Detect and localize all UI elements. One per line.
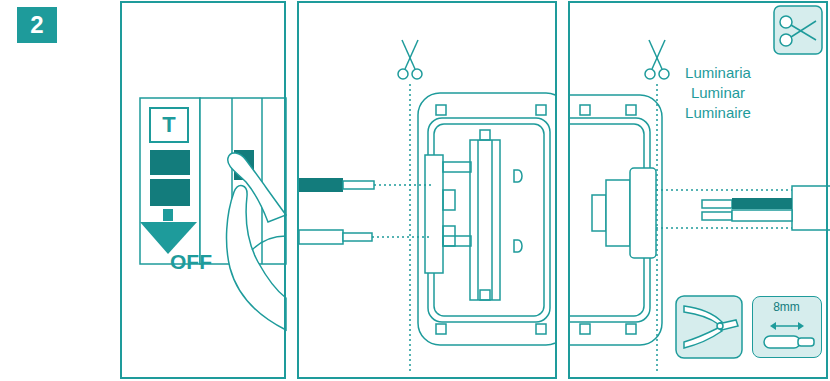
scissors-handle	[780, 34, 792, 46]
breaker-body	[140, 98, 200, 264]
mount-hole	[580, 105, 590, 115]
arrow-stem	[163, 209, 173, 221]
wire-conductor	[798, 338, 814, 346]
luminaire-label: Luminaire	[664, 104, 772, 123]
wire-conductor	[702, 200, 732, 208]
guide-line	[374, 184, 432, 186]
terminal-slot	[443, 162, 471, 172]
scissors-handle	[412, 69, 422, 79]
box-seal	[434, 124, 544, 316]
guide-line	[656, 227, 792, 229]
box-rail	[470, 140, 500, 300]
scissors-handle	[398, 69, 408, 79]
luminaire-label: Luminaria	[664, 64, 772, 83]
pliers-handle	[684, 328, 722, 348]
strip-length: 8mm	[754, 300, 820, 316]
pliers-handle	[684, 306, 722, 324]
wire-insulation	[732, 210, 792, 221]
cable-jacket	[792, 186, 830, 230]
mount-hole	[626, 105, 636, 115]
wire-insulation	[299, 230, 343, 244]
illustration-group	[140, 2, 830, 378]
box-outline	[570, 95, 662, 345]
rail-hole	[480, 290, 490, 300]
scissors-blade	[649, 40, 662, 69]
toggle-band	[150, 175, 190, 179]
breaker-label-box: T	[149, 107, 189, 143]
terminal-block	[425, 155, 443, 273]
mount-hole	[580, 324, 590, 334]
mount-hole	[536, 324, 546, 334]
junction-box	[418, 93, 555, 345]
wire-insulation	[764, 336, 800, 348]
switch-state: OFF	[170, 248, 240, 276]
scissors-blade	[405, 40, 418, 69]
step-number-box: 2	[17, 7, 57, 43]
strip-length-symbol	[764, 322, 814, 348]
dimension-arrowhead	[770, 322, 776, 330]
box-seal	[428, 118, 550, 322]
tool-icon-box	[676, 296, 742, 358]
mount-hole	[436, 324, 446, 334]
rail-hole	[480, 130, 490, 140]
rail-line	[477, 140, 479, 300]
terminal-clamp	[443, 226, 455, 246]
wire-insulation	[299, 178, 343, 192]
terminal-slot	[443, 236, 471, 246]
scissors-blade	[652, 40, 665, 69]
scissors-handle	[645, 69, 655, 79]
gland-body	[606, 180, 630, 246]
scissors-handle	[780, 16, 792, 28]
mount-hole	[436, 105, 446, 115]
cut-line	[409, 84, 411, 372]
wire-conductor	[343, 233, 372, 241]
cut-line	[656, 84, 658, 372]
hand-line	[252, 236, 286, 250]
gland-nut	[592, 195, 606, 231]
wire-insulation	[732, 198, 792, 209]
pliers-pivot	[717, 323, 723, 329]
breaker-label: T	[151, 109, 187, 141]
gland-cap	[630, 168, 656, 258]
wire-conductor	[343, 181, 374, 189]
scissors-handle	[659, 69, 669, 79]
step-panel: OFF T	[120, 1, 286, 379]
mount-hole	[626, 324, 636, 334]
dimension-line	[772, 325, 802, 327]
guide-line	[656, 189, 792, 191]
notch	[514, 240, 522, 252]
terminal-clamp	[443, 190, 455, 210]
notch	[514, 170, 522, 182]
tool-icon-box	[774, 6, 822, 54]
strip-length-box: 8mm	[752, 296, 822, 358]
breaker-toggle	[150, 150, 190, 206]
hand-thumb	[227, 186, 286, 330]
junction-box-part	[570, 95, 662, 345]
luminaire-label: Luminar	[664, 84, 772, 103]
dimension-arrowhead	[798, 322, 804, 330]
mount-hole	[536, 105, 546, 115]
scissors-blade	[402, 40, 415, 69]
scissors-blade	[791, 21, 816, 37]
step-panel: LuminariaLuminarLuminaire 8mm	[568, 1, 828, 379]
step-number: 2	[17, 7, 57, 43]
guide-line	[372, 236, 432, 238]
wire-conductor	[702, 212, 732, 220]
pliers-jaw	[718, 320, 738, 330]
off-arrow	[140, 222, 197, 254]
scissors-blade	[791, 25, 816, 40]
rail-line	[491, 140, 493, 300]
box-outline	[418, 93, 555, 345]
